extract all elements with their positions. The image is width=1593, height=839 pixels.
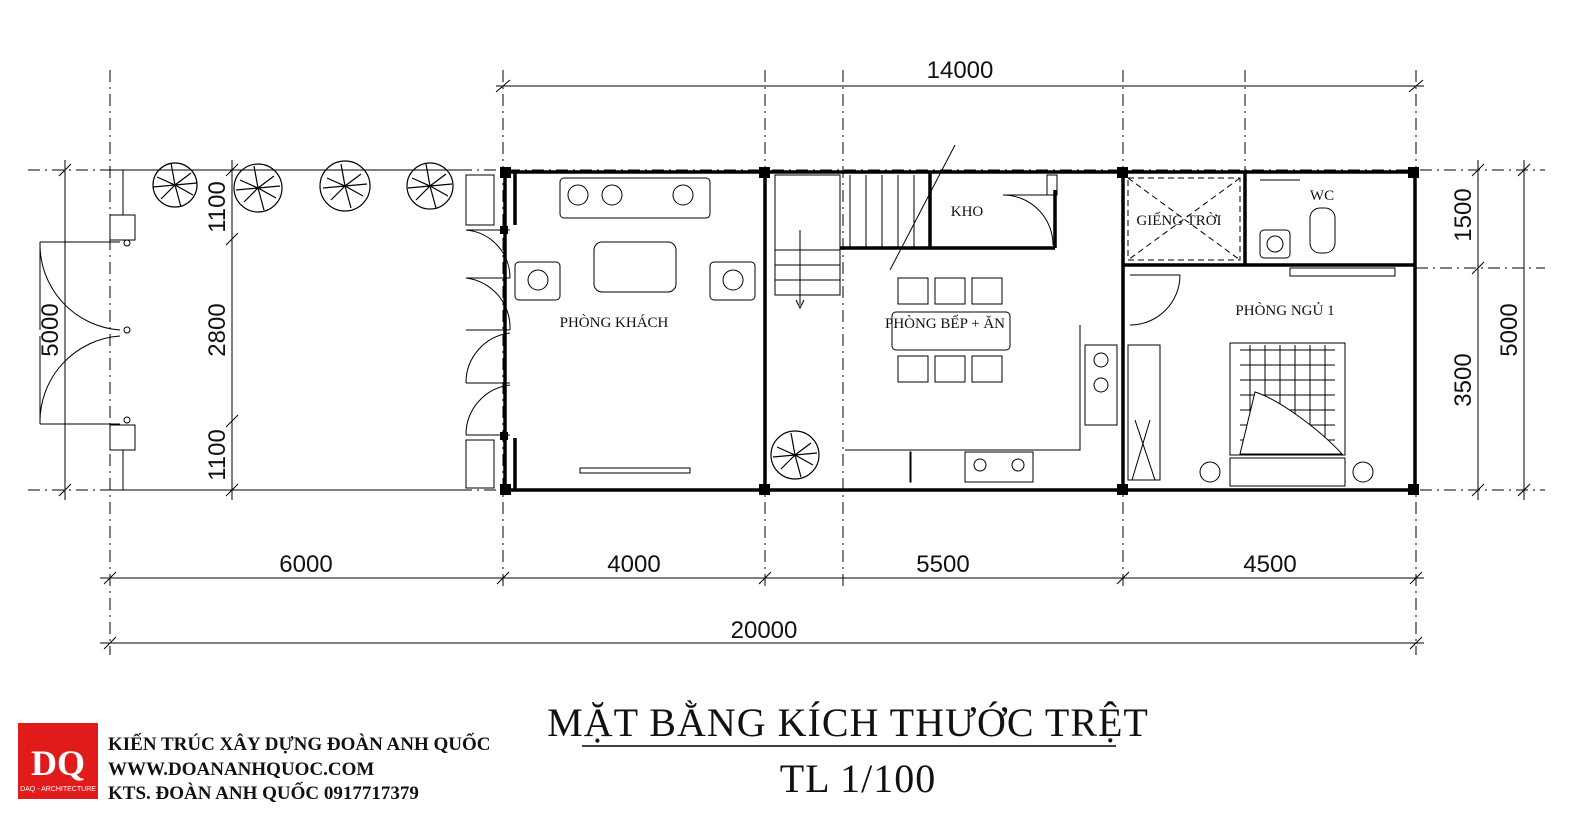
logo-box [18, 723, 98, 799]
skylight [1127, 177, 1241, 261]
logo-caption: DAQ - ARCHITECTURE [20, 786, 96, 793]
axis-grid [28, 70, 1545, 655]
yard-trees [152, 160, 820, 480]
dim-left-seg-2: 2800 [204, 303, 231, 356]
tree-indoor [770, 430, 820, 480]
tree-1 [152, 162, 198, 208]
dim-top-total: 14000 [927, 57, 994, 84]
entry-doors [465, 174, 511, 489]
tree-3 [319, 160, 371, 212]
label-wc: WC [1310, 188, 1334, 204]
company-name: KIẾN TRÚC XÂY DỰNG ĐOÀN ANH QUỐC [108, 733, 490, 755]
drawing-title: MẶT BẰNG KÍCH THƯỚC TRỆT [547, 700, 1149, 745]
dim-bottom-3: 5500 [916, 551, 969, 578]
tree-2 [233, 163, 283, 213]
tree-4 [406, 162, 454, 210]
dim-right-seg-1: 1500 [1450, 188, 1477, 241]
drawing-scale: TL 1/100 [780, 756, 937, 801]
label-kitchen-dining: PHÒNG BẾP + ĂN [885, 315, 1005, 332]
company-logo: DQ DAQ - ARCHITECTURE [18, 723, 98, 799]
building-walls [500, 167, 1419, 495]
logo-mark: DQ [31, 743, 85, 783]
company-website: WWW.DOANANHQUOC.COM [108, 759, 374, 780]
label-living-room: PHÒNG KHÁCH [560, 314, 669, 331]
label-bedroom: PHÒNG NGỦ 1 [1235, 302, 1334, 319]
dim-bottom-total: 20000 [731, 617, 798, 644]
dim-left-overall: 5000 [37, 303, 64, 356]
wc-fixtures [1259, 179, 1396, 277]
dim-left-seg-1: 1100 [204, 181, 231, 233]
dimension-lines [58, 79, 1531, 650]
label-skylight: GIẾNG TRỜI [1136, 212, 1221, 229]
company-architect: KTS. ĐOÀN ANH QUỐC 0917717379 [108, 782, 419, 804]
storage-door [1002, 174, 1058, 246]
dim-left-seg-3: 1100 [204, 429, 231, 481]
dining-set [891, 277, 1011, 383]
front-yard [39, 169, 465, 491]
dim-right-seg-2: 3500 [1450, 353, 1477, 406]
bedroom-furniture [1127, 274, 1374, 487]
dim-bottom-4: 4500 [1243, 551, 1296, 578]
label-storage: KHO [951, 204, 984, 220]
living-furniture [514, 177, 756, 474]
dim-bottom-2: 4000 [607, 551, 660, 578]
dim-bottom-1: 6000 [279, 551, 332, 578]
staircase [774, 144, 956, 310]
kitchen-counter [845, 325, 1118, 483]
dim-right-overall: 5000 [1496, 303, 1523, 356]
